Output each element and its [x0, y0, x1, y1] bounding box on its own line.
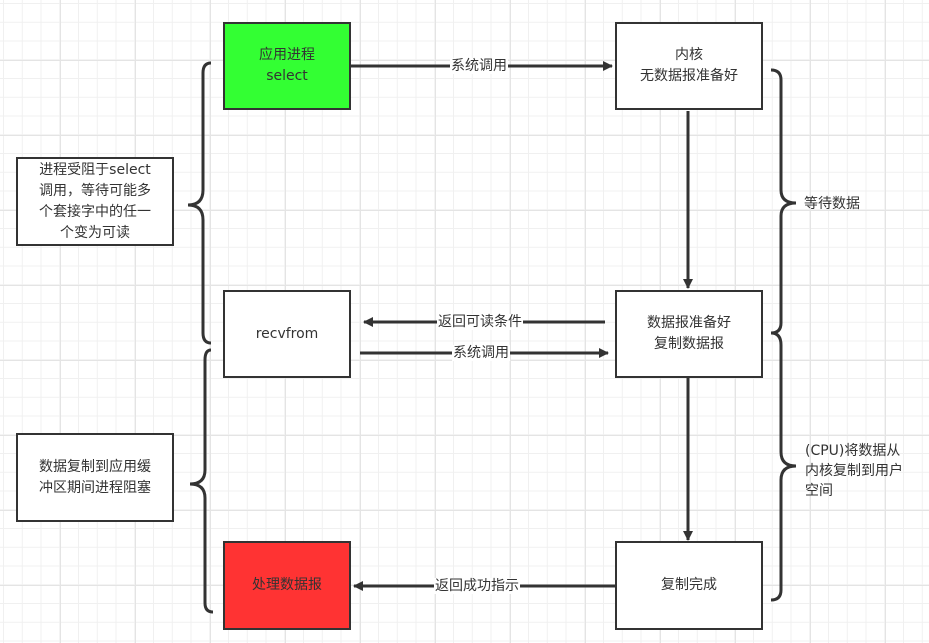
node-kernel-no-data[interactable]: 内核 无数据报准备好 [615, 22, 763, 110]
brace-label-wait-data: 等待数据 [804, 196, 860, 212]
note-blocked-copy[interactable]: 数据复制到应用缓 冲区期间进程阻塞 [16, 433, 174, 522]
edge-label-return-readable: 返回可读条件 [437, 314, 523, 330]
node-data-ready[interactable]: 数据报准备好 复制数据报 [615, 290, 763, 378]
node-app-select[interactable]: 应用进程 select [223, 22, 351, 110]
brace-wait-data [770, 68, 797, 335]
node-copy-done[interactable]: 复制完成 [615, 541, 763, 630]
node-recvfrom[interactable]: recvfrom [223, 290, 351, 378]
node-process-data[interactable]: 处理数据报 [223, 541, 351, 630]
edge-label-syscall-1: 系统调用 [450, 58, 508, 74]
brace-blocked-copy [189, 348, 214, 614]
brace-label-copy-data: (CPU)将数据从 内核复制到用户 空间 [805, 443, 903, 499]
brace-blocked-select [187, 61, 212, 345]
edge-label-return-success: 返回成功指示 [434, 578, 520, 594]
brace-copy-data [770, 331, 797, 602]
edge-label-syscall-2: 系统调用 [452, 345, 510, 361]
note-blocked-select[interactable]: 进程受阻于select 调用，等待可能多 个套接字中的任一 个变为可读 [16, 157, 174, 246]
